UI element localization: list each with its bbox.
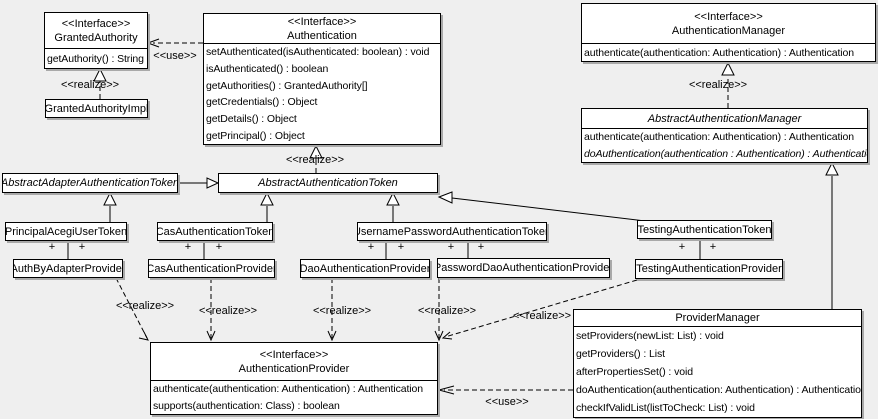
use-connector-authentication-grantedauthority bbox=[146, 38, 203, 48]
class-username-password-authentication-token[interactable]: UsernamePasswordAuthenticationToken bbox=[357, 222, 547, 241]
method-label: authenticate(authentication: Authenticat… bbox=[584, 131, 855, 144]
class-abstract-authentication-manager[interactable]: AbstractAuthenticationManager authentica… bbox=[581, 108, 868, 163]
class-granted-authority-impl[interactable]: GrantedAuthorityImpl bbox=[45, 99, 148, 118]
method-label: supports(authentication: Class) : boolea… bbox=[153, 399, 340, 412]
multiplicity-plus: + bbox=[678, 241, 686, 253]
method-label: getCredentials() : Object bbox=[206, 96, 318, 109]
realize-connector-daoauthenticationprovider bbox=[327, 278, 337, 342]
method-label: authenticate(authentication: Authenticat… bbox=[584, 46, 855, 59]
class-testing-authentication-token[interactable]: TestingAuthenticationToken bbox=[637, 220, 772, 239]
realize-stereotype-label: <<realize>> bbox=[512, 310, 572, 322]
class-name: GrantedAuthorityImpl bbox=[46, 102, 147, 115]
realize-connector-testingauthenticationprovider bbox=[441, 279, 638, 340]
multiplicity-plus: + bbox=[367, 241, 375, 253]
class-dao-authentication-provider[interactable]: DaoAuthenticationProvider bbox=[300, 259, 430, 278]
class-auth-by-adapter-provider[interactable]: AuthByAdapterProvider bbox=[13, 259, 123, 278]
multiplicity-plus: + bbox=[447, 241, 455, 253]
class-name: AbstractAdapterAuthenticationToken bbox=[3, 177, 177, 189]
method-label: getDetails() : Object bbox=[206, 112, 297, 125]
method-label: authenticate(authentication: Authenticat… bbox=[153, 383, 424, 396]
method-label: afterPropertiesSet() : void bbox=[576, 366, 693, 378]
stereotype-label: <<Interface>> bbox=[694, 10, 763, 23]
class-granted-authority[interactable]: <<Interface>> GrantedAuthority getAuthor… bbox=[44, 12, 148, 69]
class-name: PasswordDaoAuthenticationProvider bbox=[438, 262, 609, 274]
class-abstract-authentication-token[interactable]: AbstractAuthenticationToken bbox=[218, 173, 438, 193]
class-name: CasAuthenticationProvider bbox=[149, 262, 274, 275]
use-connector-providermanager-authenticationprovider bbox=[437, 385, 573, 395]
realize-connector-abstractauthenticationtoken bbox=[309, 144, 323, 173]
multiplicity-plus: + bbox=[78, 241, 86, 253]
generalization-providermanager bbox=[825, 161, 839, 309]
class-name: UsernamePasswordAuthenticationToken bbox=[358, 225, 546, 238]
generalization-testing-token bbox=[437, 191, 646, 222]
multiplicity-plus: + bbox=[48, 241, 56, 253]
multiplicity-plus: + bbox=[397, 241, 405, 253]
class-principal-acegi-user-token[interactable]: PrincipalAcegiUserToken bbox=[5, 222, 127, 241]
realize-stereotype-label: <<realize>> bbox=[198, 305, 258, 317]
use-stereotype-label: <<use>> bbox=[485, 396, 529, 408]
method-label: getAuthority() : String bbox=[47, 52, 144, 65]
realize-connector-grantedauthorityimpl bbox=[93, 67, 107, 99]
class-name: Authentication bbox=[287, 29, 357, 42]
generalization-cas-token bbox=[260, 191, 274, 222]
realize-stereotype-label: <<realize>> bbox=[312, 305, 372, 317]
class-name: PrincipalAcegiUserToken bbox=[6, 225, 126, 238]
class-name: AbstractAuthenticationManager bbox=[647, 112, 802, 125]
realize-stereotype-label: <<realize>> bbox=[60, 79, 120, 91]
generalization-principal-token bbox=[103, 191, 117, 222]
use-stereotype-label: <<use>> bbox=[153, 50, 197, 62]
class-name: AbstractAuthenticationToken bbox=[258, 177, 398, 189]
class-name: ProviderManager bbox=[675, 312, 760, 324]
method-label: isAuthenticated() : boolean bbox=[206, 62, 329, 75]
class-name: TestingAuthenticationToken bbox=[638, 223, 771, 236]
class-name: AuthenticationProvider bbox=[238, 362, 350, 375]
class-name: AuthByAdapterProvider bbox=[14, 262, 122, 275]
realize-connector-casauthenticationprovider bbox=[206, 278, 216, 342]
class-abstract-adapter-authentication-token[interactable]: AbstractAdapterAuthenticationToken bbox=[2, 173, 178, 193]
class-testing-authentication-provider[interactable]: TestingAuthenticationProvider bbox=[635, 259, 783, 279]
class-provider-manager[interactable]: ProviderManager setProviders(newList: Li… bbox=[573, 309, 862, 418]
class-name: DaoAuthenticationProvider bbox=[301, 262, 429, 275]
method-label: checkIfValidList(listToCheck: List) : vo… bbox=[576, 402, 755, 414]
class-name: AuthenticationManager bbox=[671, 24, 786, 37]
method-label: setProviders(newList: List) : void bbox=[576, 330, 724, 342]
realize-connector-authbyadapterprovider bbox=[115, 277, 149, 341]
generalization-usernamepassword-token bbox=[386, 191, 400, 222]
class-cas-authentication-provider[interactable]: CasAuthenticationProvider bbox=[148, 259, 275, 278]
class-name: TestingAuthenticationProvider bbox=[636, 263, 782, 275]
multiplicity-plus: + bbox=[477, 241, 485, 253]
class-authentication-manager[interactable]: <<Interface>> AuthenticationManager auth… bbox=[581, 3, 876, 62]
class-password-dao-authentication-provider[interactable]: PasswordDaoAuthenticationProvider bbox=[437, 258, 610, 278]
stereotype-label: <<Interface>> bbox=[259, 348, 329, 361]
realize-stereotype-label: <<realize>> bbox=[285, 154, 345, 166]
realize-stereotype-label: <<realize>> bbox=[417, 305, 477, 317]
method-label: getProviders() : List bbox=[576, 348, 665, 360]
class-name: GrantedAuthority bbox=[54, 31, 138, 44]
method-label: getPrincipal() : Object bbox=[206, 129, 305, 142]
class-name: CasAuthenticationToken bbox=[158, 225, 272, 238]
stereotype-label: <<Interface>> bbox=[61, 17, 131, 30]
realize-connector-abstractauthenticationmanager bbox=[721, 61, 735, 108]
class-authentication-provider[interactable]: <<Interface>> AuthenticationProvider aut… bbox=[150, 342, 438, 415]
class-authentication[interactable]: <<Interface>> Authentication setAuthenti… bbox=[203, 13, 441, 145]
multiplicity-plus: + bbox=[215, 241, 223, 253]
multiplicity-plus: + bbox=[184, 241, 192, 253]
realize-stereotype-label: <<realize>> bbox=[688, 79, 748, 91]
method-label: doAuthentication(authentication : Authen… bbox=[584, 147, 867, 160]
generalization-adapter-token bbox=[178, 177, 220, 189]
multiplicity-plus: + bbox=[709, 241, 717, 253]
realize-stereotype-label: <<realize>> bbox=[115, 300, 175, 312]
class-cas-authentication-token[interactable]: CasAuthenticationToken bbox=[157, 222, 273, 241]
realize-connector-passworddaoauthenticationprovider bbox=[434, 278, 444, 342]
stereotype-label: <<Interface>> bbox=[287, 15, 357, 28]
method-label: doAuthentication(authentication: Authent… bbox=[576, 384, 861, 396]
method-label: setAuthenticated(isAuthenticated: boolea… bbox=[206, 46, 430, 59]
method-label: getAuthorities() : GrantedAuthority[] bbox=[206, 79, 368, 92]
